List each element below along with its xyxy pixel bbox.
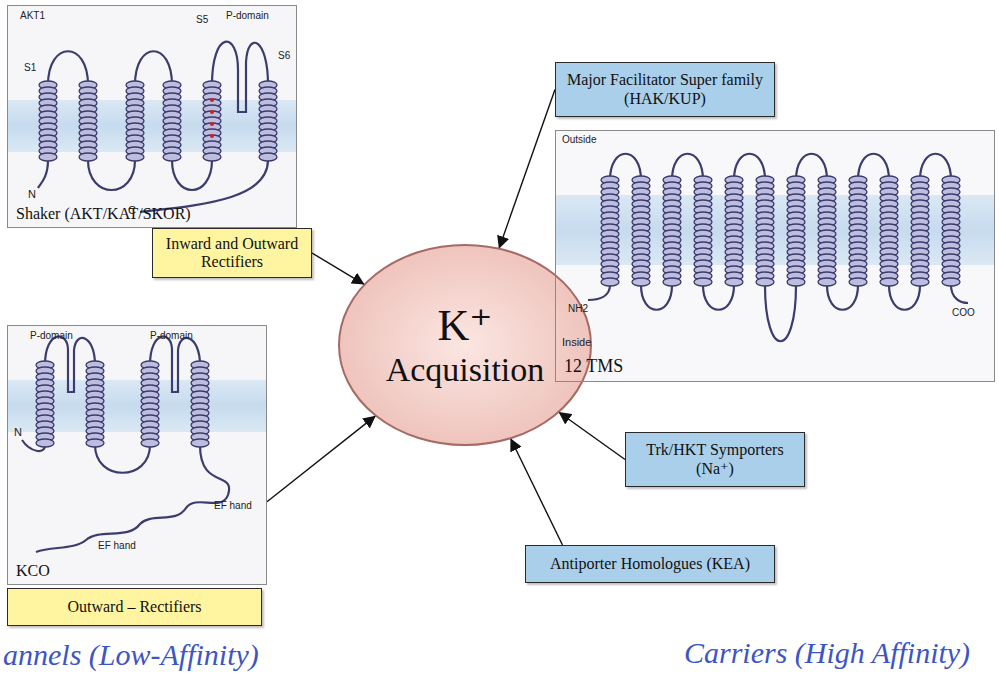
- helix: [601, 176, 619, 286]
- helix: [141, 361, 159, 447]
- carrier-box: Antiporter Homologues (KEA): [525, 545, 775, 583]
- helix: [756, 176, 774, 286]
- carrier-box: Major Facilitator Super family (HAK/KUP): [555, 62, 775, 117]
- rectifier-box: Inward and Outward Rectifiers: [152, 228, 312, 278]
- protein-chain: [22, 42, 968, 552]
- carrier-box: Trk/HKT Symporters (Na⁺): [625, 432, 805, 487]
- helix: [942, 176, 960, 286]
- panel-ground: [7, 325, 267, 585]
- charge-marks: [210, 98, 214, 138]
- membrane: [8, 100, 296, 152]
- helix: [694, 176, 712, 286]
- helix: [79, 81, 97, 161]
- part-label: Inside: [562, 336, 591, 348]
- helix: [818, 176, 836, 286]
- arrow-connector: [499, 90, 555, 249]
- protein-chain: [610, 154, 951, 342]
- part-label: P-domain: [226, 10, 269, 21]
- group-heading: Carriers (High Affinity): [684, 636, 970, 670]
- panel-ground: [7, 5, 297, 228]
- center-title: Acquisition: [386, 351, 545, 388]
- helix: [849, 176, 867, 286]
- arrow-connector: [510, 438, 562, 545]
- helix: [163, 81, 181, 161]
- part-label: N: [28, 188, 36, 200]
- helix: [911, 176, 929, 286]
- helix: [663, 176, 681, 286]
- part-label: S6: [278, 50, 290, 61]
- helix: [36, 361, 54, 447]
- channel-figure: Shaker (AKT/KAT/SKOR): [7, 5, 297, 228]
- part-label: P-domain: [150, 330, 193, 341]
- helix: [39, 81, 57, 161]
- carrier-figure: 12 TMS: [555, 130, 995, 382]
- channel-figure: KCO: [7, 325, 267, 585]
- helix: [725, 176, 743, 286]
- helix: [191, 361, 209, 447]
- helix: [787, 176, 805, 286]
- helix: [259, 81, 277, 161]
- part-label: S1: [24, 62, 36, 73]
- node-label: Trk/HKT Symporters (Na⁺): [634, 441, 796, 478]
- node-label: 12 TMS: [564, 356, 623, 377]
- part-label: COO: [952, 307, 975, 318]
- node-label: Major Facilitator Super family (HAK/KUP): [564, 71, 766, 108]
- node-label: KCO: [16, 562, 50, 580]
- part-label: Outside: [562, 134, 596, 145]
- part-label: P-domain: [30, 330, 73, 341]
- part-label: EF hand: [214, 500, 252, 511]
- group-heading: annels (Low-Affinity): [3, 638, 259, 672]
- rectifier-box: Outward – Rectifiers: [7, 588, 262, 626]
- arrow-connector: [312, 253, 365, 285]
- helix-group: [36, 81, 960, 447]
- node-label: Shaker (AKT/KAT/SKOR): [16, 205, 191, 223]
- helix: [203, 81, 221, 161]
- node-label: Antiporter Homologues (KEA): [550, 555, 750, 573]
- helix: [86, 361, 104, 447]
- arrow-connector: [559, 412, 625, 460]
- part-label: S5: [196, 14, 208, 25]
- part-label: N: [14, 426, 22, 438]
- helix: [126, 81, 144, 161]
- panel-ground: [555, 130, 995, 382]
- helix: [632, 176, 650, 286]
- part-label: NH2: [568, 303, 588, 314]
- part-label: C: [128, 204, 136, 216]
- part-label: EF hand: [98, 540, 136, 551]
- arrow-connector: [267, 416, 376, 502]
- node-label: Inward and Outward Rectifiers: [161, 235, 303, 272]
- node-label: Outward – Rectifiers: [67, 598, 201, 616]
- membrane: [8, 380, 266, 432]
- part-label: AKT1: [20, 10, 45, 21]
- helix: [880, 176, 898, 286]
- ion-symbol: K⁺: [438, 302, 493, 350]
- membrane: [556, 195, 994, 265]
